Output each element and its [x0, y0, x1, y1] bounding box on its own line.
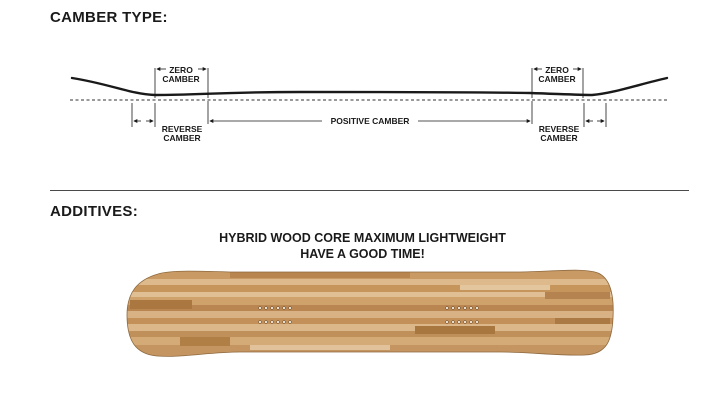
zero-camber-right-line1: ZERO [545, 65, 569, 75]
section-divider [50, 190, 689, 191]
camber-type-heading: CAMBER TYPE: [50, 9, 168, 26]
board-outline [126, 269, 614, 357]
positive-camber-label: POSITIVE CAMBER [331, 116, 410, 126]
zero-camber-left-line2: CAMBER [162, 74, 199, 84]
binding-inserts-right [445, 306, 479, 324]
reverse-camber-right-line2: CAMBER [540, 133, 577, 143]
camber-profile-diagram: ZERO CAMBER ZERO CAMBER REVERSE CAMBER R… [70, 65, 669, 143]
zero-camber-left-line1: ZERO [169, 65, 193, 75]
binding-inserts-left [258, 306, 292, 324]
reverse-camber-right-line1: REVERSE [539, 124, 580, 134]
additives-heading: ADDITIVES: [50, 203, 139, 220]
wood-core [127, 270, 614, 357]
reverse-camber-left-line1: REVERSE [162, 124, 203, 134]
reverse-camber-left-line2: CAMBER [163, 133, 200, 143]
zero-camber-right-line2: CAMBER [538, 74, 575, 84]
additives-caption-line1: HYBRID WOOD CORE MAXIMUM LIGHTWEIGHT [219, 231, 506, 245]
additives-caption-line2: HAVE A GOOD TIME! [300, 247, 425, 261]
